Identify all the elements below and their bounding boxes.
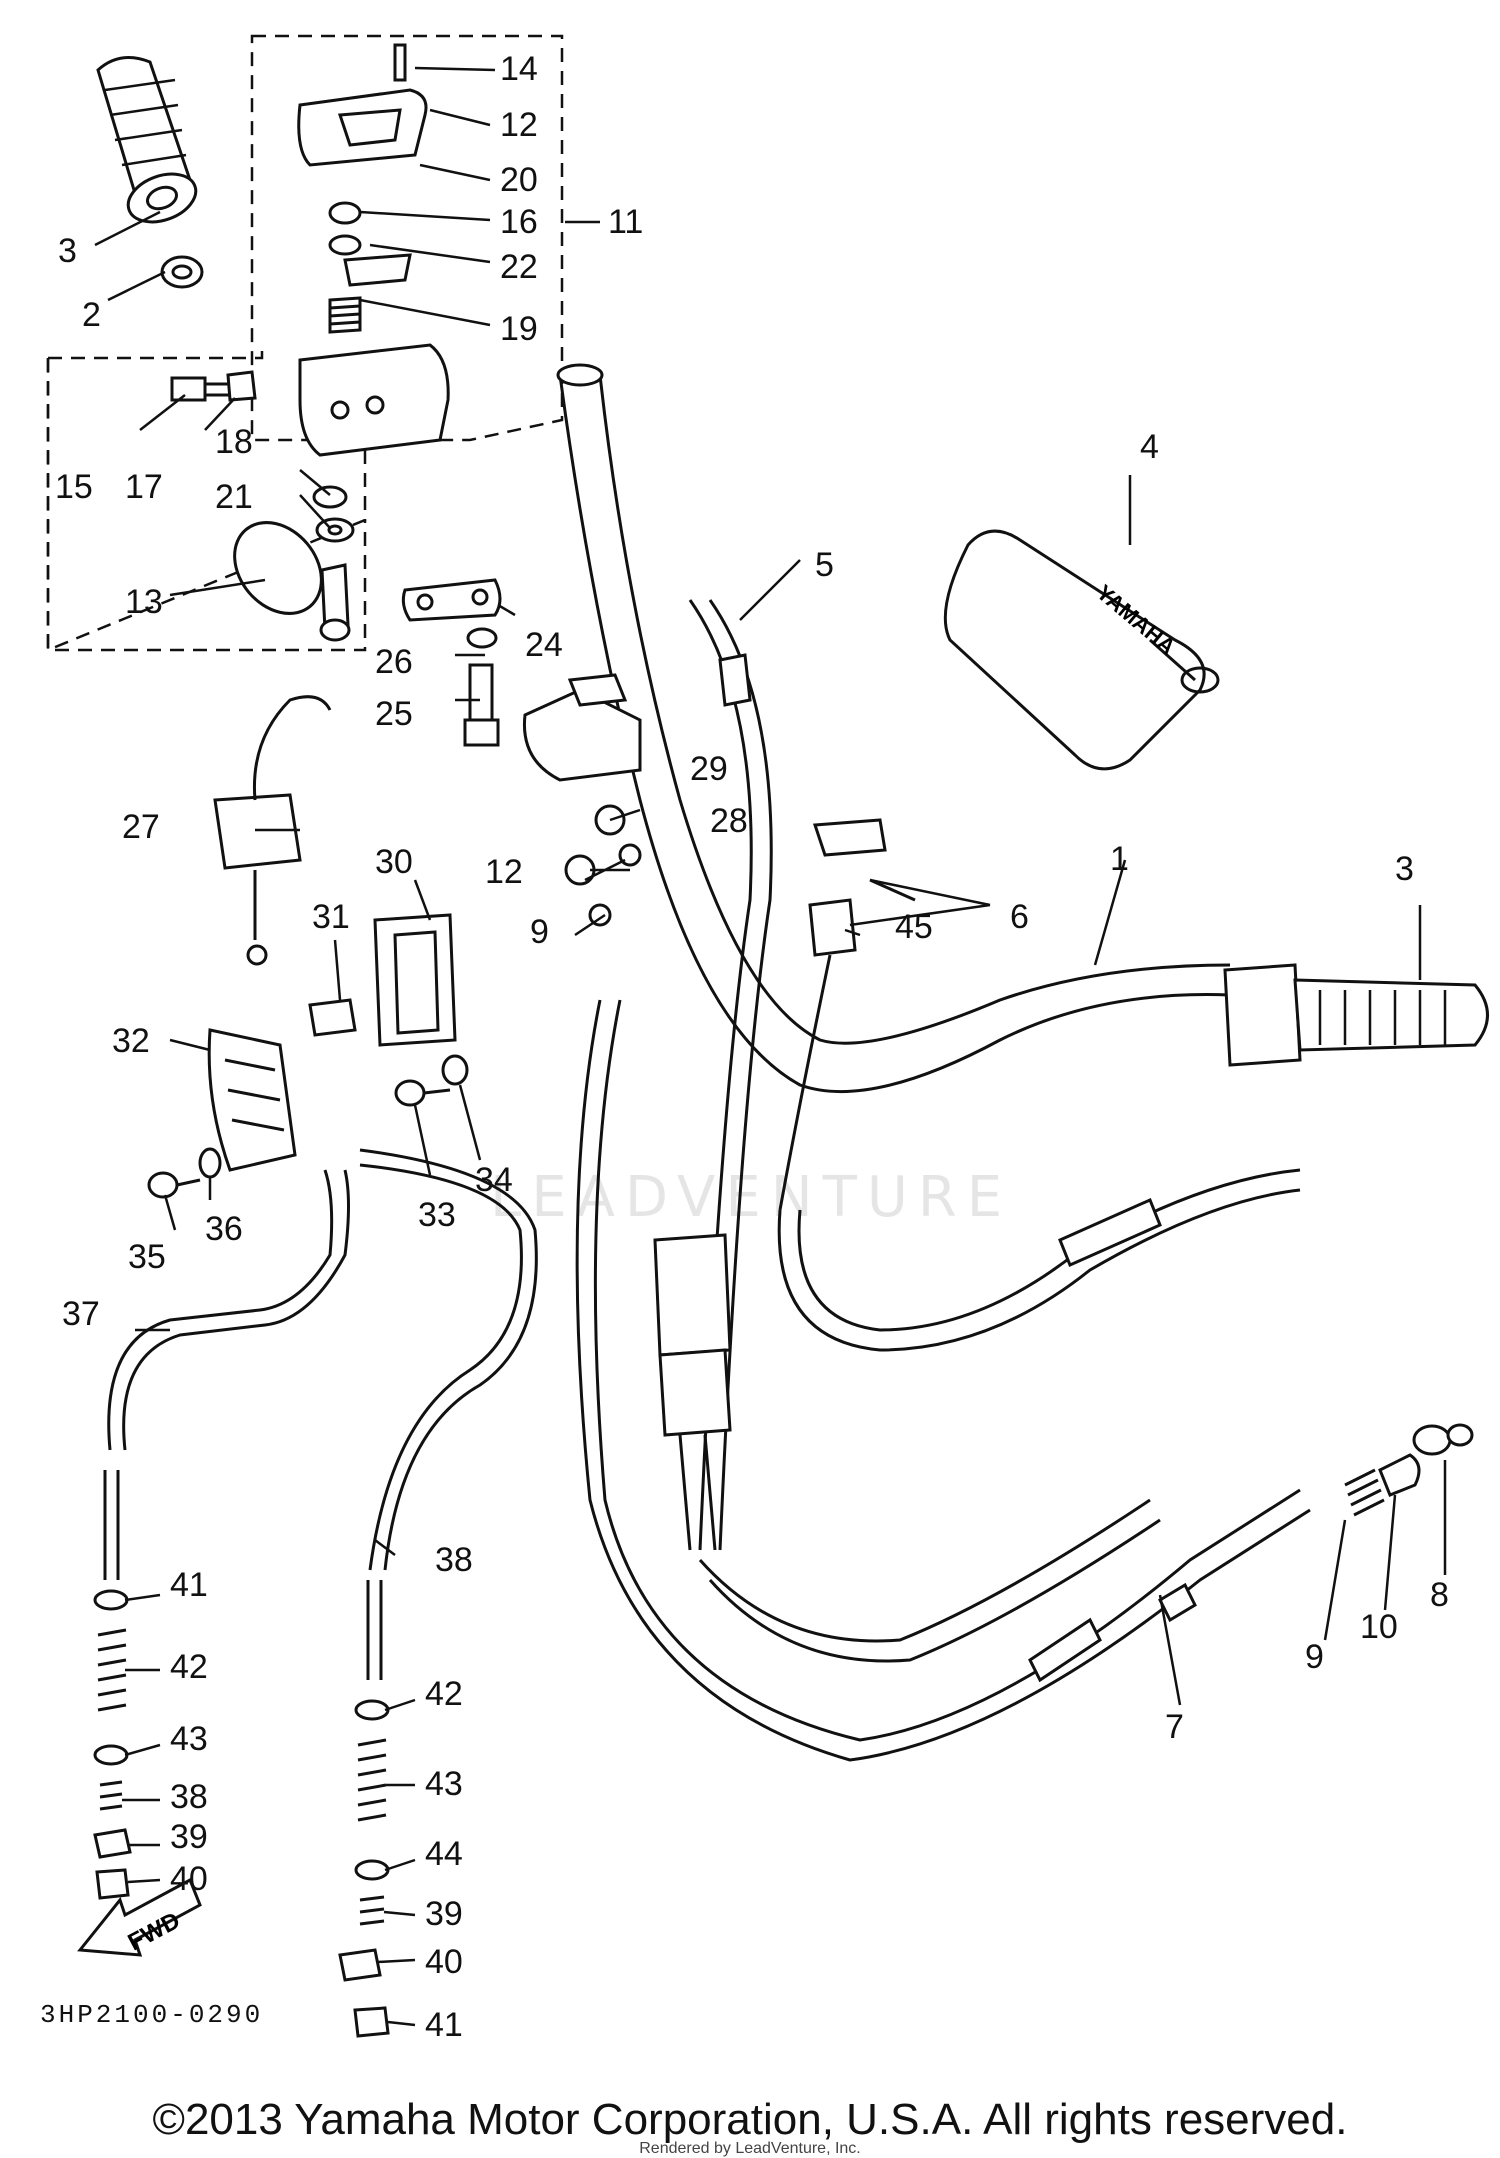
callout-19: 17 bbox=[125, 468, 163, 506]
nut-19 bbox=[226, 370, 257, 402]
callout-44-right: 44 bbox=[425, 1835, 463, 1873]
callout-30: 29 bbox=[690, 750, 728, 788]
callout-35: 34 bbox=[475, 1161, 513, 1199]
stack-right bbox=[338, 1580, 390, 2038]
box-31 bbox=[373, 913, 457, 1047]
washer-37 bbox=[198, 1147, 222, 1179]
lever-15 bbox=[233, 521, 351, 642]
grip-right-3 bbox=[1223, 963, 1489, 1067]
callout-1: 1 bbox=[1110, 840, 1129, 878]
callout-41-right: 41 bbox=[425, 2006, 463, 2044]
bracket-32 bbox=[308, 998, 357, 1037]
bracket-6 bbox=[812, 818, 916, 902]
callout-44-left: 43 bbox=[170, 1720, 208, 1758]
callout-14: 12 bbox=[500, 106, 538, 144]
switch-28 bbox=[213, 695, 332, 966]
callout-13: 11 bbox=[608, 203, 644, 241]
watermark: LEADVENTURE bbox=[490, 1165, 1013, 1230]
callout-42-left: 41 bbox=[170, 1566, 208, 1604]
screw-36 bbox=[147, 1171, 201, 1199]
callout-34: 33 bbox=[418, 1196, 456, 1234]
callout-22: 20 bbox=[500, 161, 538, 199]
callout-9: 9 bbox=[1305, 1638, 1324, 1676]
callout-28: 27 bbox=[122, 808, 160, 846]
callout-4: 4 bbox=[1140, 428, 1159, 466]
callout-23: 21 bbox=[215, 478, 253, 516]
bolt-26 bbox=[463, 663, 500, 747]
handlebar-1 bbox=[556, 363, 1231, 1094]
nipple-8 bbox=[1412, 1423, 1474, 1456]
callout-32: 31 bbox=[312, 898, 350, 936]
callout-12: 12 bbox=[485, 853, 523, 891]
washer-35 bbox=[441, 1054, 469, 1086]
callout-3-left: 3 bbox=[58, 232, 77, 270]
throttle-housing-13 bbox=[297, 43, 450, 457]
callout-11: 9 bbox=[530, 913, 549, 951]
junction-block bbox=[653, 1233, 1161, 1663]
callout-17: 15 bbox=[55, 468, 93, 506]
callout-31: 30 bbox=[375, 843, 413, 881]
callout-20: 18 bbox=[215, 423, 253, 461]
master-cylinder bbox=[522, 673, 642, 927]
callout-40-right: 40 bbox=[425, 1943, 463, 1981]
rendered-by-credit: Rendered by LeadVenture, Inc. bbox=[639, 2140, 861, 2157]
assembly-13-outline bbox=[250, 34, 564, 442]
callout-8: 8 bbox=[1430, 1576, 1449, 1614]
callout-21: 19 bbox=[500, 310, 538, 348]
holder-10 bbox=[1378, 1453, 1421, 1497]
callout-18: 16 bbox=[500, 203, 538, 241]
callout-7: 7 bbox=[1165, 1708, 1184, 1746]
callout-37: 36 bbox=[205, 1210, 243, 1248]
copyright-notice: ©2013 Yamaha Motor Corporation, U.S.A. A… bbox=[152, 2095, 1348, 2144]
plate-33 bbox=[207, 1028, 297, 1172]
callout-43-left: 42 bbox=[170, 1648, 208, 1686]
screw-34 bbox=[394, 1079, 451, 1107]
washer-2 bbox=[160, 255, 204, 289]
washer-20 bbox=[312, 485, 348, 509]
callout-33: 32 bbox=[112, 1022, 150, 1060]
callout-29: 28 bbox=[710, 802, 748, 840]
callout-45: 45 bbox=[895, 908, 933, 946]
callout-40-left: 39 bbox=[170, 1818, 208, 1856]
washer-23 bbox=[315, 517, 355, 543]
callout-39-right: 39 bbox=[425, 1895, 463, 1933]
cable-38-right bbox=[359, 1148, 538, 1571]
callout-38-left: 37 bbox=[62, 1295, 100, 1333]
callout-10: 10 bbox=[1360, 1608, 1398, 1646]
callout-15: 13 bbox=[125, 583, 163, 621]
callout-25: 24 bbox=[525, 626, 563, 664]
callout-2: 2 bbox=[82, 296, 101, 334]
callout-26: 25 bbox=[375, 695, 413, 733]
grip-cover-4 bbox=[943, 529, 1220, 771]
spring-9 bbox=[1344, 1468, 1385, 1517]
callout-3-right: 3 bbox=[1395, 850, 1414, 888]
callout-41-left: 40 bbox=[170, 1860, 208, 1898]
callout-5: 5 bbox=[815, 546, 834, 584]
stack-left bbox=[93, 1470, 132, 1900]
callout-36: 35 bbox=[128, 1238, 166, 1276]
switch-45 bbox=[778, 898, 857, 1211]
callout-38-right: 38 bbox=[435, 1541, 473, 1579]
callout-27: 26 bbox=[375, 643, 413, 681]
assembly-15-outline bbox=[46, 358, 367, 652]
callout-6: 6 bbox=[1010, 898, 1029, 936]
callout-42-right: 42 bbox=[425, 1675, 463, 1713]
throttle-cable bbox=[777, 1168, 1301, 1352]
callout-16: 14 bbox=[500, 50, 538, 88]
clamp-25 bbox=[401, 578, 502, 622]
grip-left-3 bbox=[96, 56, 198, 224]
washer-27 bbox=[466, 627, 498, 649]
bolt-17 bbox=[170, 376, 237, 402]
callout-43-right: 43 bbox=[425, 1765, 463, 1803]
callout-24: 22 bbox=[500, 248, 538, 286]
leader-lines bbox=[94, 66, 1447, 2027]
callout-39-left: 38 bbox=[170, 1778, 208, 1816]
drawing-code: 3HP2100-0290 bbox=[40, 2000, 264, 2030]
cable-38-left bbox=[107, 1169, 350, 1451]
cable-7 bbox=[575, 999, 1311, 1762]
